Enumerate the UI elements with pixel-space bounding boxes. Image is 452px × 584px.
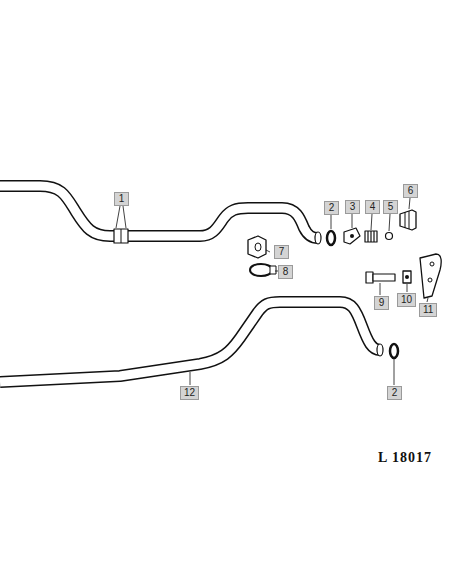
callout-number: 6 xyxy=(403,184,418,198)
callout-number: 7 xyxy=(274,245,289,259)
lower-pipe xyxy=(0,302,380,382)
callout-number: 11 xyxy=(419,303,437,317)
figure-reference: L 18017 xyxy=(378,450,432,466)
callout-number: 2 xyxy=(387,386,402,400)
callout-number: 4 xyxy=(365,200,380,214)
callout-number: 12 xyxy=(180,386,199,400)
callout-number: 5 xyxy=(383,200,398,214)
callout-number: 3 xyxy=(345,200,360,214)
upper-pipe xyxy=(0,186,318,238)
callout-number: 9 xyxy=(374,296,389,310)
callout-number: 2 xyxy=(324,201,339,215)
callout-number: 8 xyxy=(278,265,293,279)
callout-number: 10 xyxy=(397,293,416,307)
callout-number: 1 xyxy=(114,192,129,206)
